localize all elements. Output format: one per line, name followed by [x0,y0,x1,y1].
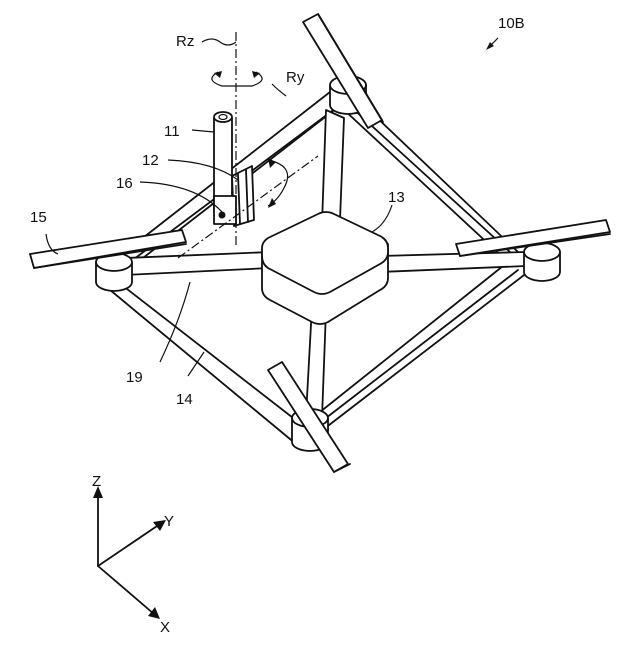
motor-right [524,243,560,281]
axis-y-label: Y [164,513,174,530]
label-11: 11 [164,123,180,140]
label-16: 16 [116,175,133,192]
rz-label: Rz [176,33,194,50]
motor-left [96,253,132,291]
label-13: 13 [388,189,405,206]
label-19: 19 [126,369,143,386]
label-14: 14 [176,391,193,408]
label-15: 15 [30,209,47,226]
axis-z-label: Z [92,473,101,490]
sensor-point [219,212,226,219]
figure-ref-label: 10B [498,15,525,32]
central-body [262,212,388,324]
label-12: 12 [142,152,159,169]
axis-x-label: X [160,619,170,636]
coordinate-axes [93,486,166,619]
ry-label: Ry [286,69,305,86]
